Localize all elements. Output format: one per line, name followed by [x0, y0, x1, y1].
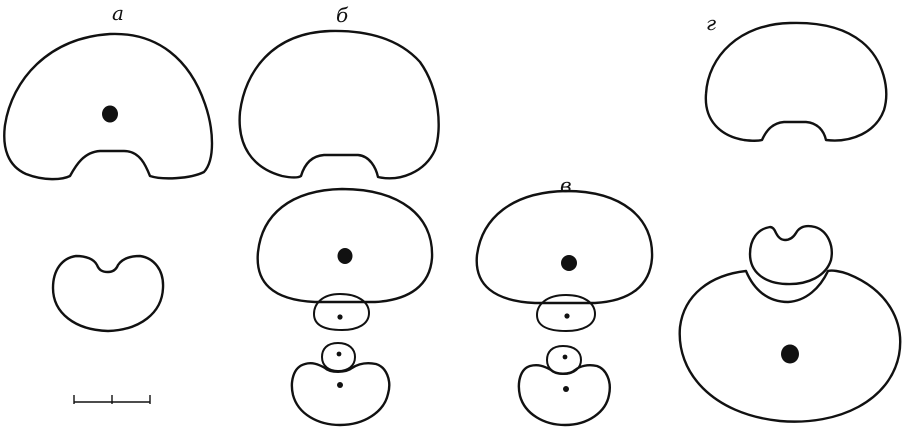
nucleus-v-large: [561, 255, 577, 271]
cell-a-small: [53, 256, 163, 331]
cell-b-bud-upper: [314, 294, 369, 330]
cell-v-large: [477, 191, 652, 303]
cell-b-bud-lower: [322, 343, 355, 371]
cell-v-bud-upper: [537, 295, 595, 331]
label-v: в: [560, 173, 572, 197]
group-g: [680, 23, 900, 422]
label-a: а: [112, 1, 124, 25]
cell-b-middle: [258, 189, 432, 302]
group-a: [4, 34, 212, 404]
group-v: [477, 191, 652, 425]
nucleus-b-bud-lower: [337, 352, 342, 357]
nucleus-a: [102, 106, 118, 123]
cell-b-large: [240, 31, 439, 178]
nucleus-g-lower: [781, 345, 799, 364]
scale-bar: [74, 395, 150, 404]
label-g: г: [706, 11, 716, 35]
label-b: б: [336, 3, 349, 27]
cell-g-bud: [750, 226, 832, 284]
nucleus-b-small: [337, 382, 343, 388]
nucleus-b-bud-upper: [337, 314, 342, 319]
cell-g-upper: [706, 23, 886, 141]
cell-v-small: [519, 365, 610, 425]
cell-b-small: [292, 363, 389, 425]
nucleus-v-bud-upper: [564, 313, 569, 318]
nucleus-v-small: [563, 386, 569, 392]
nucleus-b-middle: [338, 248, 353, 264]
group-b: [240, 31, 439, 425]
nucleus-v-bud-lower: [563, 355, 568, 360]
